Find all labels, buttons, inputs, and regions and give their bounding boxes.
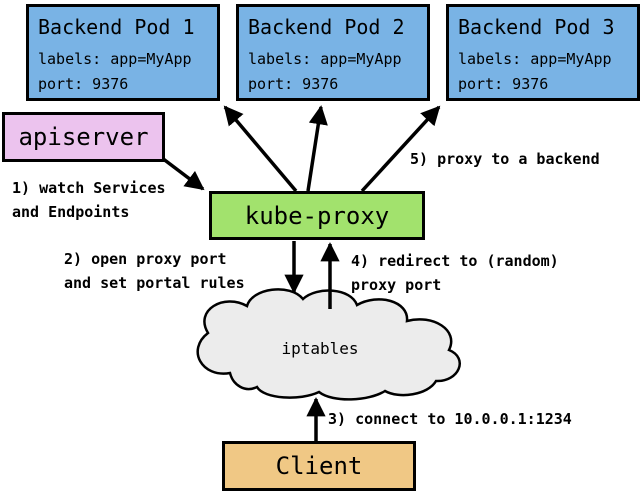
backend-pod-3: Backend Pod 3 labels: app=MyApp port: 93… (446, 4, 640, 101)
arrow-kube-proxy-to-pod2 (306, 105, 328, 192)
backend-pod-2: Backend Pod 2 labels: app=MyApp port: 93… (236, 4, 430, 101)
iptables-cloud (196, 288, 461, 401)
pod-labels: labels: app=MyApp (38, 50, 192, 68)
pod-title: Backend Pod 3 (458, 15, 615, 39)
arrow-kube-proxy-to-pod3 (360, 105, 441, 193)
step1-watch-services-label: 1) watch Services and Endpoints (12, 179, 166, 221)
pod-labels: labels: app=MyApp (248, 50, 402, 68)
step2-open-proxy-port-label: 2) open proxy port and set portal rules (64, 250, 245, 292)
step5-proxy-backend-label: 5) proxy to a backend (410, 150, 600, 168)
pod-port: port: 9376 (458, 75, 549, 93)
step4-redirect-label: 4) redirect to (random) proxy port (351, 252, 559, 294)
iptables-label: iptables (281, 339, 359, 358)
apiserver-node: apiserver (2, 112, 165, 162)
pod-labels: labels: app=MyApp (458, 50, 612, 68)
pod-port: port: 9376 (248, 75, 339, 93)
step3-connect-label: 3) connect to 10.0.0.1:1234 (328, 410, 572, 428)
pod-title: Backend Pod 1 (38, 15, 195, 39)
client-node: Client (222, 441, 416, 491)
arrow-kube-proxy-to-pod1 (223, 105, 298, 193)
pod-title: Backend Pod 2 (248, 15, 405, 39)
kube-proxy-node: kube-proxy (209, 191, 425, 240)
pod-port: port: 9376 (38, 75, 129, 93)
arrow-apiserver-to-kube-proxy (160, 156, 205, 191)
backend-pod-1: Backend Pod 1 labels: app=MyApp port: 93… (26, 4, 220, 101)
